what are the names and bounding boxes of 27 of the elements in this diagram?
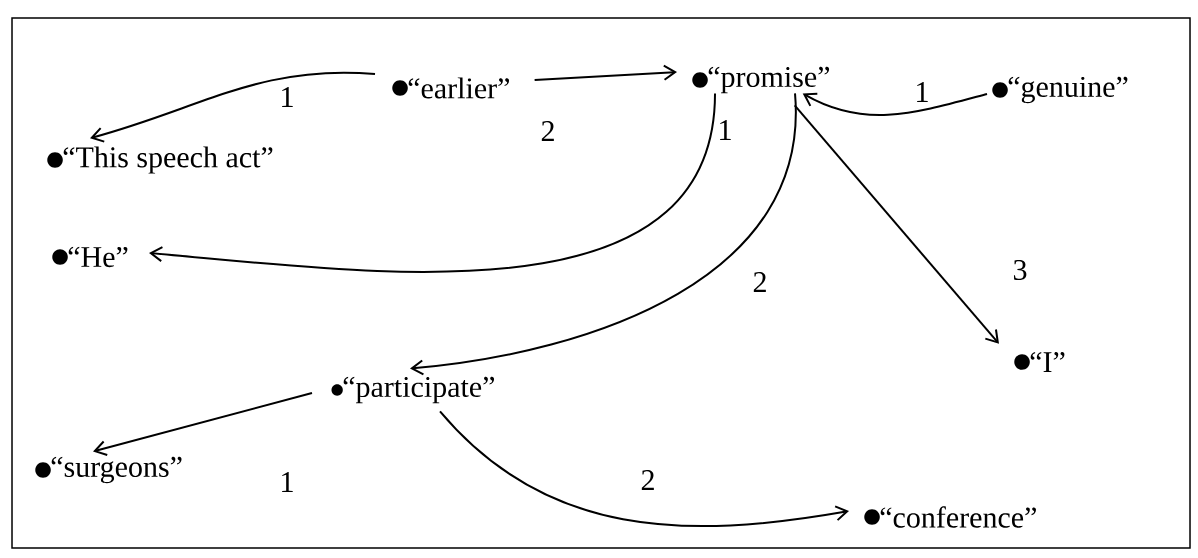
edge-label: 2	[539, 120, 557, 142]
arrow	[410, 92, 796, 376]
arrow	[90, 71, 376, 143]
arrow	[93, 392, 313, 456]
edge-label: 3	[1011, 258, 1029, 282]
arrow	[439, 410, 849, 528]
edge-label: 2	[639, 469, 657, 491]
edge-label: 1	[278, 86, 296, 108]
term-node: “surgeons”	[35, 456, 182, 484]
edge-label: 1	[278, 471, 296, 493]
arrow	[149, 92, 716, 273]
node-label: “He”	[68, 246, 128, 268]
edge-label: 1	[716, 119, 734, 141]
term-node: “earlier”	[392, 77, 510, 99]
arrow	[533, 64, 677, 81]
term-node: “genuine”	[992, 76, 1128, 104]
term-node: “This speech act”	[47, 146, 273, 174]
term-node: “promise”	[692, 66, 830, 94]
term-node: “participate”	[331, 376, 495, 404]
arrow	[793, 104, 999, 344]
arrow	[802, 92, 988, 116]
term-node: “conference”	[864, 506, 1036, 528]
term-node: “He”	[52, 246, 128, 268]
node-label: “I”	[1030, 352, 1065, 372]
edge-label: 2	[751, 271, 769, 293]
term-node: “I”	[1014, 352, 1065, 372]
edge-label: 1	[913, 81, 931, 103]
